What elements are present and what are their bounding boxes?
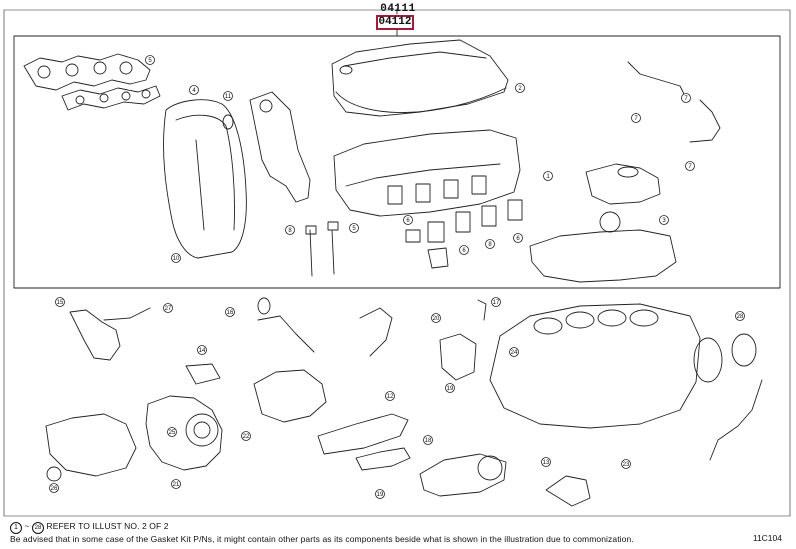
figure-code: 11C104 xyxy=(752,533,782,543)
callout-marker[interactable] xyxy=(189,85,199,95)
oil-pan-gasket xyxy=(317,413,409,455)
callout-marker[interactable] xyxy=(349,223,359,233)
callout-marker[interactable] xyxy=(485,239,495,249)
water-bypass-pipe xyxy=(257,315,315,353)
callout-number: 13 xyxy=(543,460,550,466)
callout-marker[interactable] xyxy=(631,113,641,123)
illustration-frame xyxy=(3,9,791,517)
callout-marker[interactable] xyxy=(735,311,745,321)
exhaust-manifold-gasket xyxy=(23,53,161,111)
callout-number: 22 xyxy=(243,434,250,440)
callout-marker[interactable] xyxy=(171,253,181,263)
oil-pump xyxy=(145,395,223,471)
water-pipe xyxy=(689,99,721,143)
callout-marker[interactable] xyxy=(459,245,469,255)
callout-number: 15 xyxy=(57,300,64,306)
cylinder-head-cover xyxy=(331,39,509,117)
reference-text: REFER TO ILLUST NO. 2 OF 2 xyxy=(46,521,169,531)
callout-marker[interactable] xyxy=(55,297,65,307)
callout-marker[interactable] xyxy=(541,457,551,467)
callout-number: 10 xyxy=(173,256,180,262)
circled-number-first: 1 xyxy=(10,522,22,534)
gasket-kit-frame xyxy=(13,35,781,289)
callout-marker[interactable] xyxy=(375,489,385,499)
callout-number: 7 xyxy=(684,96,688,102)
callout-marker[interactable] xyxy=(685,161,695,171)
callout-number: 7 xyxy=(688,164,692,170)
timing-cover-gasket xyxy=(249,91,311,203)
footer-note-disclaimer: Be advised that in some case of the Gask… xyxy=(10,534,634,544)
cylinder-block xyxy=(489,303,701,429)
callout-marker[interactable] xyxy=(171,479,181,489)
callout-marker[interactable] xyxy=(197,345,207,355)
cylinder-head xyxy=(333,129,521,217)
callout-marker[interactable] xyxy=(423,435,433,445)
callout-number: 11 xyxy=(225,94,232,100)
callout-number: 4 xyxy=(192,88,196,94)
front-oil-seal-housing xyxy=(45,413,137,477)
callout-marker[interactable] xyxy=(431,313,441,323)
callout-marker[interactable] xyxy=(445,383,455,393)
callout-marker[interactable] xyxy=(167,427,177,437)
water-inlet xyxy=(439,333,477,381)
callout-number: 25 xyxy=(169,430,176,436)
callout-number: 12 xyxy=(387,394,394,400)
callout-number: 3 xyxy=(662,218,666,224)
callout-number: 6 xyxy=(516,236,520,242)
callout-number: 19 xyxy=(377,492,384,498)
callout-number: 17 xyxy=(493,300,500,306)
water-outlet xyxy=(69,309,121,361)
callout-number: 23 xyxy=(623,462,630,468)
callout-marker[interactable] xyxy=(681,93,691,103)
callout-number: 6 xyxy=(462,248,466,254)
callout-marker[interactable] xyxy=(225,307,235,317)
callout-marker[interactable] xyxy=(403,215,413,225)
callout-marker[interactable] xyxy=(543,171,553,181)
oil-pan xyxy=(419,453,507,497)
highlighted-part-code[interactable]: 04112 xyxy=(376,15,414,30)
circled-number-last: 28 xyxy=(32,522,44,534)
callout-number: 20 xyxy=(433,316,440,322)
callout-number: 28 xyxy=(737,314,744,320)
callout-marker[interactable] xyxy=(285,225,295,235)
pcv-hose xyxy=(627,61,687,99)
callout-number: 5 xyxy=(352,226,356,232)
injection-pump xyxy=(253,369,327,423)
callout-number: 5 xyxy=(148,58,152,64)
footer-note-reference: 1 ~ 28 REFER TO ILLUST NO. 2 OF 2 xyxy=(10,521,169,534)
callout-number: 7 xyxy=(634,116,638,122)
callout-number: 6 xyxy=(406,218,410,224)
callout-number: 24 xyxy=(511,350,518,356)
callout-marker[interactable] xyxy=(621,459,631,469)
callout-marker[interactable] xyxy=(223,91,233,101)
callout-number: 8 xyxy=(488,242,492,248)
timing-belt-cover xyxy=(163,99,247,259)
callout-marker[interactable] xyxy=(509,347,519,357)
callout-marker[interactable] xyxy=(515,83,525,93)
callout-number: 8 xyxy=(288,228,292,234)
callout-marker[interactable] xyxy=(145,55,155,65)
callout-marker[interactable] xyxy=(241,431,251,441)
callout-marker[interactable] xyxy=(513,233,523,243)
callout-marker[interactable] xyxy=(49,483,59,493)
callout-number: 19 xyxy=(447,386,454,392)
intake-manifold xyxy=(529,163,677,283)
callout-number: 26 xyxy=(51,486,58,492)
callout-number: 18 xyxy=(425,438,432,444)
callout-marker[interactable] xyxy=(163,303,173,313)
callout-marker[interactable] xyxy=(491,297,501,307)
callout-number: 21 xyxy=(173,482,180,488)
callout-number: 2 xyxy=(518,86,522,92)
callout-marker[interactable] xyxy=(385,391,395,401)
parent-part-code: 04111 xyxy=(380,3,416,15)
callout-number: 14 xyxy=(199,348,206,354)
callout-number: 1 xyxy=(546,174,550,180)
callout-number: 16 xyxy=(227,310,234,316)
callout-marker[interactable] xyxy=(659,215,669,225)
callout-number: 27 xyxy=(165,306,172,312)
